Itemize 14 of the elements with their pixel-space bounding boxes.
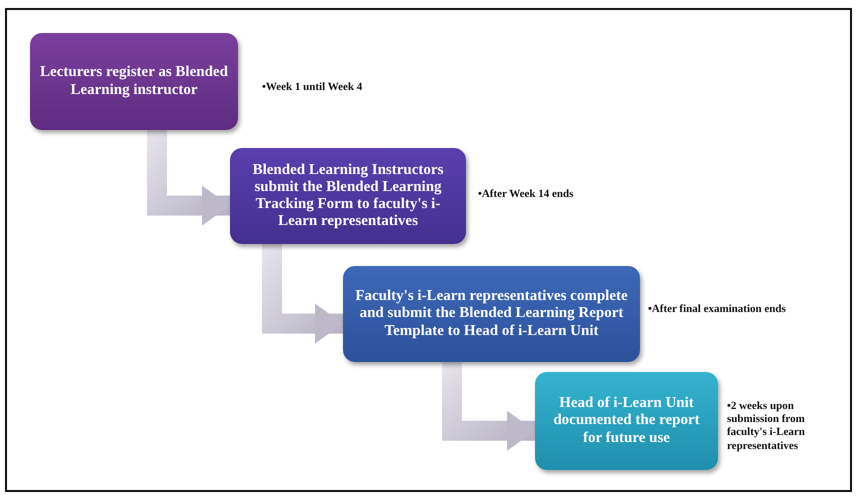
- timing-note: •2 weeks upon submission from faculty's i-Learn representatives: [727, 400, 806, 453]
- process-box: [535, 372, 718, 470]
- step-text: Lecturers register as Blended Learning instructor: [40, 64, 228, 99]
- timing-note: •After Week 14 ends: [478, 188, 574, 202]
- timing-note: •After final examination ends: [648, 303, 787, 316]
- bent-arrow: [262, 244, 343, 344]
- step-text: Head of i-Learn Unit documented the report for future use: [552, 395, 701, 447]
- process-box: [230, 148, 466, 244]
- step-text: Faculty's i-Learn representatives complete and submit the Blended Learning Report Template to Head of i-Learn Unit: [354, 288, 629, 340]
- step-text: Blended Learning Instructors submit the Blended Learning Tracking Form to faculty's i-Learn representatives: [252, 162, 444, 230]
- timing-note: •Week 1 until Week 4: [262, 81, 364, 94]
- process-box: [343, 266, 640, 362]
- bent-arrow: [147, 130, 230, 226]
- process-box: [30, 33, 238, 130]
